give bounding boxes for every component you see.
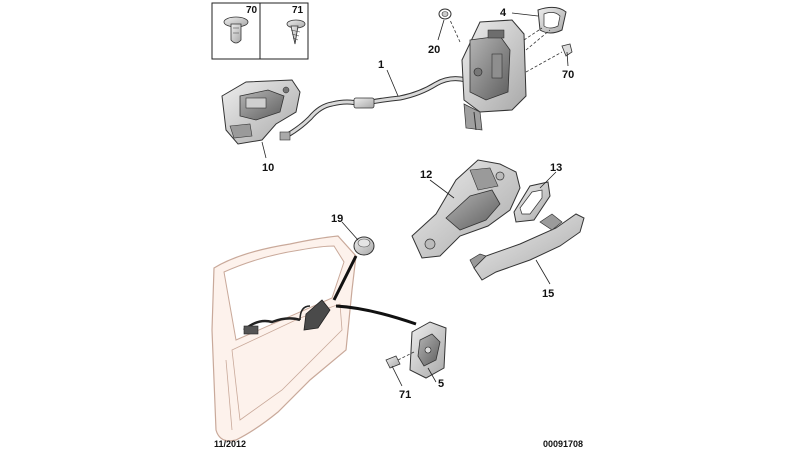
door-lock-assembly — [461, 19, 527, 131]
callout-71: 71 — [399, 389, 411, 401]
handle-bracket-12 — [411, 159, 521, 259]
callout-12: 12 — [420, 169, 432, 181]
footer-reference-number: 00091708 — [543, 439, 583, 449]
callout-leader-lines — [261, 12, 569, 387]
callout-15: 15 — [542, 288, 554, 300]
callout-70: 70 — [562, 69, 574, 81]
clip-70-near-lock — [561, 43, 573, 57]
grommet-20 — [438, 8, 452, 20]
lock-cover-4 — [537, 6, 567, 34]
door-pointer-lines — [332, 255, 417, 326]
callout-20: 20 — [428, 44, 440, 56]
door-striker-5 — [409, 321, 447, 379]
callout-1: 1 — [378, 59, 384, 71]
rear-door-outline — [211, 235, 357, 442]
fastener-legend: 70 71 — [211, 2, 309, 60]
plug-19 — [353, 236, 375, 256]
screw-71-near-striker — [385, 351, 415, 369]
callout-5: 5 — [438, 378, 444, 390]
callout-4: 4 — [500, 7, 507, 19]
footer-date-code: 11/2012 — [214, 439, 246, 449]
assembly-guide-lines — [449, 19, 563, 73]
callout-19: 19 — [331, 213, 343, 225]
callout-13: 13 — [550, 162, 562, 174]
release-cable-1 — [279, 76, 469, 141]
inner-handle-mechanism-10 — [221, 79, 301, 145]
callout-10: 10 — [262, 162, 274, 174]
exterior-handle-15 — [469, 213, 585, 281]
door-internal-mechanism — [243, 299, 331, 335]
push-pin-clip-icon — [223, 16, 249, 44]
legend-number-71: 71 — [292, 5, 304, 16]
legend-number-70: 70 — [246, 5, 258, 16]
screw-icon — [286, 19, 306, 45]
handle-seal-13 — [513, 181, 551, 223]
legend-box-71 — [259, 2, 309, 60]
